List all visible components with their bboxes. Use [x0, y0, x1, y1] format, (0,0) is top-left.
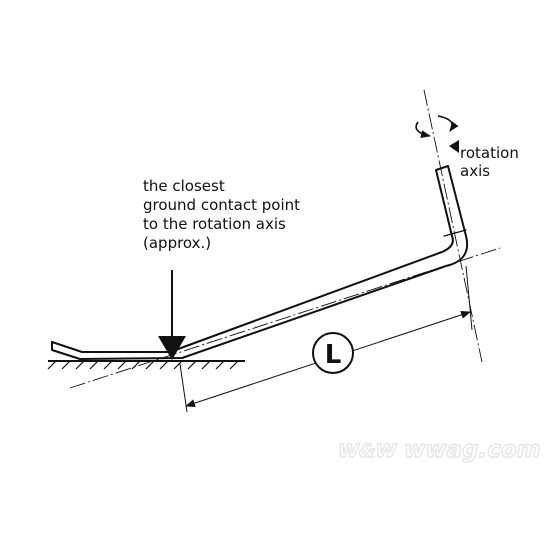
side-stand-outline — [51, 165, 468, 360]
dim-extension-left — [179, 363, 188, 413]
length-symbol: L — [325, 340, 342, 370]
rotation-label-line1: rotation — [460, 144, 519, 162]
watermark-site: wwag.com — [404, 437, 541, 463]
contact-label-line2: ground contact point — [143, 196, 300, 214]
rotation-pointer-icon — [449, 140, 459, 153]
contact-label-line1: the closest — [143, 177, 225, 195]
down-arrow-icon — [158, 336, 186, 360]
length-dimension: L — [179, 265, 473, 413]
contact-label-line4: (approx.) — [143, 234, 211, 252]
length-circle — [312, 332, 354, 374]
ground — [47, 360, 245, 370]
dim-extension-right — [465, 265, 473, 331]
watermark-brand: W&W — [338, 440, 398, 462]
ground-hatching — [47, 360, 239, 370]
contact-point-label: the closest ground contact point to the … — [143, 177, 300, 252]
rotation-label-line2: axis — [460, 162, 490, 180]
stand-bend-seam — [443, 229, 467, 237]
contact-label-line3: to the rotation axis — [143, 215, 286, 233]
rotation-arrow-icon — [415, 115, 459, 139]
centerlines — [69, 89, 501, 389]
watermark: W&W wwag.com — [337, 436, 541, 463]
contact-point-arrow — [158, 270, 186, 360]
side-stand — [51, 165, 468, 360]
rotation-axis-line — [423, 89, 483, 363]
